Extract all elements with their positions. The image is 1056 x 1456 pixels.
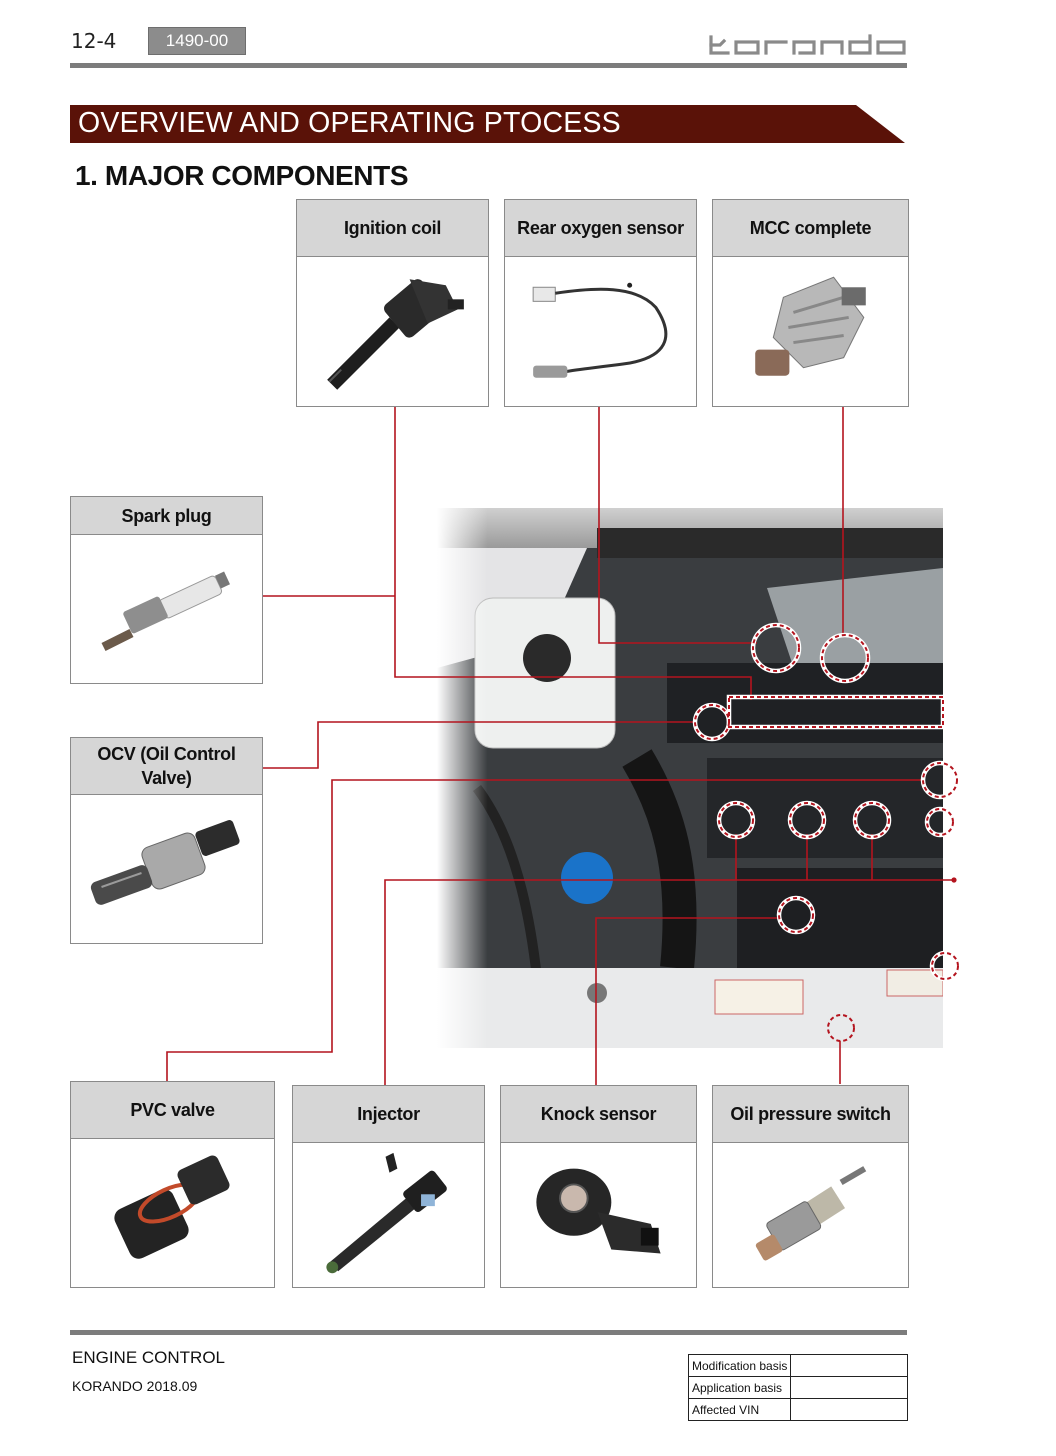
section-title: OVERVIEW AND OPERATING PTOCESS xyxy=(78,107,621,139)
basis-row: Modification basis xyxy=(687,1354,908,1377)
ocv-caption: OCV (Oil Control Valve) xyxy=(71,738,262,795)
engine-bay-photo xyxy=(437,508,943,1048)
injector-card: Injector xyxy=(292,1085,485,1288)
ignition-coil-card: Ignition coil xyxy=(296,199,489,407)
oil-pressure-switch-card: Oil pressure switch xyxy=(712,1085,909,1288)
doc-code-badge: 1490-00 xyxy=(148,27,246,55)
footer-model-date: KORANDO 2018.09 xyxy=(72,1378,198,1394)
basis-value xyxy=(790,1376,908,1399)
oil-pressure-switch-caption: Oil pressure switch xyxy=(713,1086,908,1143)
knock-sensor-caption: Knock sensor xyxy=(501,1086,696,1143)
header-rule xyxy=(70,63,907,68)
mcc-complete-card: MCC complete xyxy=(712,199,909,407)
ocv-photo xyxy=(71,795,262,943)
injector-caption: Injector xyxy=(293,1086,484,1143)
basis-value xyxy=(790,1354,908,1377)
pvc-valve-caption: PVC valve xyxy=(71,1082,274,1139)
subsection-title: 1. MAJOR COMPONENTS xyxy=(75,160,409,191)
ignition-coil-caption: Ignition coil xyxy=(297,200,488,257)
basis-value xyxy=(790,1398,908,1421)
page-number: 12-4 xyxy=(71,29,117,53)
rear-oxygen-sensor-photo xyxy=(505,257,696,406)
knock-sensor-photo xyxy=(501,1143,696,1287)
mcc-complete-caption: MCC complete xyxy=(713,200,908,257)
basis-label: Affected VIN xyxy=(687,1398,792,1421)
knock-sensor-card: Knock sensor xyxy=(500,1085,697,1288)
section-banner xyxy=(70,105,905,143)
korando-logo xyxy=(709,34,906,55)
basis-label: Modification basis xyxy=(687,1354,792,1377)
ignition-coil-photo xyxy=(297,257,488,406)
mcc-complete-photo xyxy=(713,257,908,406)
footer-rule xyxy=(70,1330,907,1335)
pvc-valve-photo xyxy=(71,1139,274,1287)
pvc-valve-card: PVC valve xyxy=(70,1081,275,1288)
spark-plug-card: Spark plug xyxy=(70,496,263,684)
spark-plug-photo xyxy=(71,535,262,683)
rear-oxygen-sensor-card: Rear oxygen sensor xyxy=(504,199,697,407)
ocv-card: OCV (Oil Control Valve) xyxy=(70,737,263,944)
basis-table: Modification basis Application basis Aff… xyxy=(687,1354,908,1421)
basis-row: Application basis xyxy=(687,1376,908,1399)
basis-label: Application basis xyxy=(687,1376,792,1399)
injector-photo xyxy=(293,1143,484,1287)
basis-row: Affected VIN xyxy=(687,1398,908,1421)
oil-pressure-switch-photo xyxy=(713,1143,908,1287)
spark-plug-caption: Spark plug xyxy=(71,497,262,535)
footer-section-title: ENGINE CONTROL xyxy=(72,1348,226,1367)
rear-oxygen-sensor-caption: Rear oxygen sensor xyxy=(505,200,696,257)
